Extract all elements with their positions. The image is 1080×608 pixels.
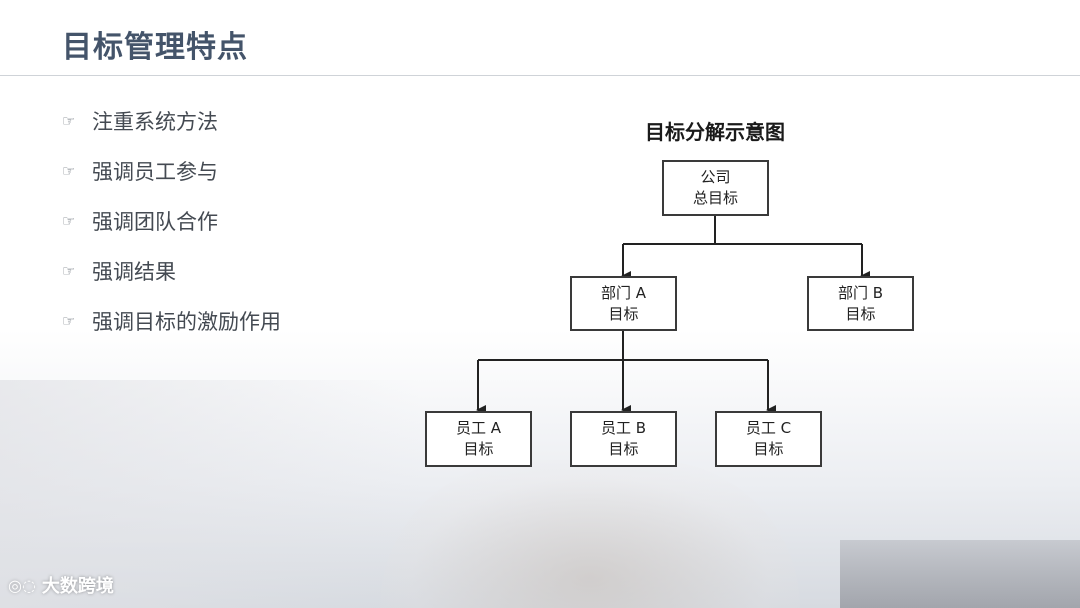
box-line2: 目标	[608, 304, 639, 323]
bullet-text: 强调员工参与	[92, 160, 218, 184]
staff-c-goal-box: 员工 C 目标	[715, 411, 822, 467]
watermark-text: 大数跨境	[41, 576, 114, 597]
bullet-text: 强调目标的激励作用	[92, 310, 281, 334]
box-line1: 员工 C	[745, 419, 792, 437]
company-goal-box: 公司 总目标	[662, 160, 769, 216]
box-line1: 部门 A	[600, 283, 647, 302]
background-sleeve	[840, 540, 1080, 608]
title-divider	[0, 75, 1080, 76]
wechat-logo-icon: ◎◌	[8, 575, 36, 595]
box-line2: 目标	[608, 440, 639, 458]
diagram-title: 目标分解示意图	[645, 120, 785, 144]
box-line2: 总目标	[692, 189, 738, 207]
pointing-hand-icon: ☞	[62, 162, 76, 180]
dept-b-goal-box: 部门 B 目标	[807, 276, 914, 331]
bullet-text: 注重系统方法	[92, 110, 218, 134]
background-bookshelf	[0, 380, 420, 608]
staff-a-goal-box: 员工 A 目标	[425, 411, 532, 467]
box-line1: 公司	[700, 168, 731, 186]
bullet-item: ☞ 强调目标的激励作用	[62, 296, 281, 346]
bullet-item: ☞ 强调员工参与	[62, 146, 281, 196]
background-handshake	[380, 460, 800, 608]
bullet-item: ☞ 强调团队合作	[62, 196, 281, 246]
pointing-hand-icon: ☞	[62, 262, 76, 280]
bullet-item: ☞ 注重系统方法	[62, 96, 281, 146]
staff-b-goal-box: 员工 B 目标	[570, 411, 677, 467]
bullet-item: ☞ 强调结果	[62, 246, 281, 296]
dept-a-goal-box: 部门 A 目标	[570, 276, 677, 331]
pointing-hand-icon: ☞	[62, 112, 76, 130]
pointing-hand-icon: ☞	[62, 312, 76, 330]
box-line2: 目标	[753, 440, 784, 458]
box-line1: 员工 B	[600, 419, 647, 437]
bullet-text: 强调团队合作	[92, 210, 218, 234]
bullet-list: ☞ 注重系统方法 ☞ 强调员工参与 ☞ 强调团队合作 ☞ 强调结果 ☞ 强调目标的激励作用	[62, 96, 281, 346]
box-line1: 员工 A	[455, 419, 502, 437]
watermark: ◎◌ 大数跨境	[8, 572, 114, 598]
box-line2: 目标	[845, 304, 876, 323]
pointing-hand-icon: ☞	[62, 212, 76, 230]
box-line2: 目标	[463, 440, 494, 458]
bullet-text: 强调结果	[92, 260, 176, 284]
box-line1: 部门 B	[837, 283, 884, 302]
slide-title: 目标管理特点	[62, 30, 248, 65]
